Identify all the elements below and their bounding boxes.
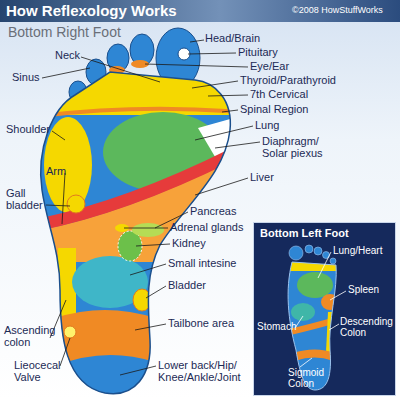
leader-line bbox=[208, 95, 248, 96]
leader-line bbox=[136, 244, 170, 246]
leader-line bbox=[195, 178, 248, 195]
leader-line bbox=[146, 286, 166, 298]
zone-label: Gall bladder bbox=[6, 188, 48, 211]
inset-zone-label: Stomach bbox=[257, 322, 296, 333]
small-toes bbox=[289, 245, 336, 264]
inset-zone-label: Spleen bbox=[348, 285, 379, 296]
zone-label: Neck bbox=[55, 50, 80, 62]
zone-label: Pancreas bbox=[190, 206, 236, 218]
leader-line bbox=[62, 173, 65, 224]
stomach-zone bbox=[291, 303, 315, 321]
zone-label: Pituitary bbox=[238, 47, 278, 59]
zone-label: Kidney bbox=[172, 238, 206, 250]
toe bbox=[305, 245, 313, 253]
shoulder-zone bbox=[44, 117, 92, 213]
zone-label: Tailbone area bbox=[168, 318, 234, 330]
copyright-note: ©2008 HowStuffWorks bbox=[292, 6, 383, 15]
tailbone-zone bbox=[55, 310, 155, 366]
sole-base bbox=[250, 240, 400, 400]
zone-label: Sinus bbox=[12, 72, 40, 84]
leader-line bbox=[42, 68, 90, 78]
ileocecal-zone bbox=[64, 326, 76, 338]
leader-line bbox=[46, 205, 70, 206]
leader-lines bbox=[42, 40, 260, 375]
zone-label: Arm bbox=[46, 166, 66, 178]
liver-zone bbox=[20, 154, 260, 262]
leader-line bbox=[60, 338, 70, 366]
pancreas-zone bbox=[132, 223, 164, 237]
zone-label: Ascending colon bbox=[4, 325, 60, 348]
leader-line bbox=[124, 228, 168, 229]
zone-label: Lower back/Hip/ Knee/Ankle/Joint bbox=[158, 360, 250, 383]
leader-line bbox=[330, 291, 346, 300]
leader-line bbox=[195, 126, 253, 140]
lung-heart-zone bbox=[297, 272, 333, 298]
leader-line bbox=[52, 131, 65, 140]
panel-heading: Bottom Left Foot bbox=[260, 228, 349, 240]
sigmoid-colon-zone bbox=[294, 354, 334, 358]
diaphragm-band bbox=[20, 148, 245, 228]
zone-label: Shoulder bbox=[6, 124, 50, 136]
zone-label: Bladder bbox=[168, 280, 206, 292]
leader-line bbox=[215, 142, 260, 148]
leader-line bbox=[222, 110, 238, 112]
leader-line bbox=[135, 324, 166, 330]
toe bbox=[330, 258, 336, 264]
inset-zone-label: Descending Colon bbox=[340, 317, 395, 338]
spine-line bbox=[40, 109, 240, 116]
leader-line bbox=[81, 57, 160, 82]
zone-label: Lung bbox=[255, 120, 279, 132]
zone-label: Thyroid/Parathyroid bbox=[240, 75, 336, 87]
zone-label: Head/Brain bbox=[205, 33, 260, 45]
view-heading: Bottom Right Foot bbox=[8, 25, 121, 40]
zone-label: Lieocecal Valve bbox=[14, 360, 66, 383]
leader-line bbox=[300, 358, 312, 367]
inset-leader-lines bbox=[295, 252, 346, 367]
toe bbox=[314, 247, 322, 255]
zone-label: Adrenal glands bbox=[170, 222, 243, 234]
zone-label: Small intesine bbox=[168, 258, 236, 270]
inset-zone-label: Lung/Heart bbox=[333, 246, 382, 257]
leader-line bbox=[192, 81, 238, 88]
leader-line bbox=[145, 64, 248, 67]
leader-line bbox=[188, 53, 236, 54]
zone-label: Liver bbox=[250, 172, 274, 184]
leader-line bbox=[190, 40, 204, 42]
leader-line bbox=[120, 366, 156, 375]
zone-label: Eye/Ear bbox=[250, 61, 289, 73]
leader-line bbox=[318, 252, 331, 278]
inset-zone-label: Sigmoid Colon bbox=[288, 368, 333, 389]
upper-band bbox=[0, 60, 260, 115]
left-sole-zones bbox=[250, 240, 400, 400]
gall-bladder-zone bbox=[67, 195, 85, 213]
zone-label: 7th Cervical bbox=[250, 89, 308, 101]
zone-label: Diaphragm/ Solar piexus bbox=[262, 136, 334, 159]
upper-band bbox=[250, 240, 400, 271]
leader-line bbox=[130, 264, 166, 275]
leader-line bbox=[329, 324, 339, 330]
title-text: How Reflexology Works bbox=[6, 3, 177, 19]
toe bbox=[289, 246, 303, 260]
zone-label: Spinal Region bbox=[240, 104, 309, 116]
